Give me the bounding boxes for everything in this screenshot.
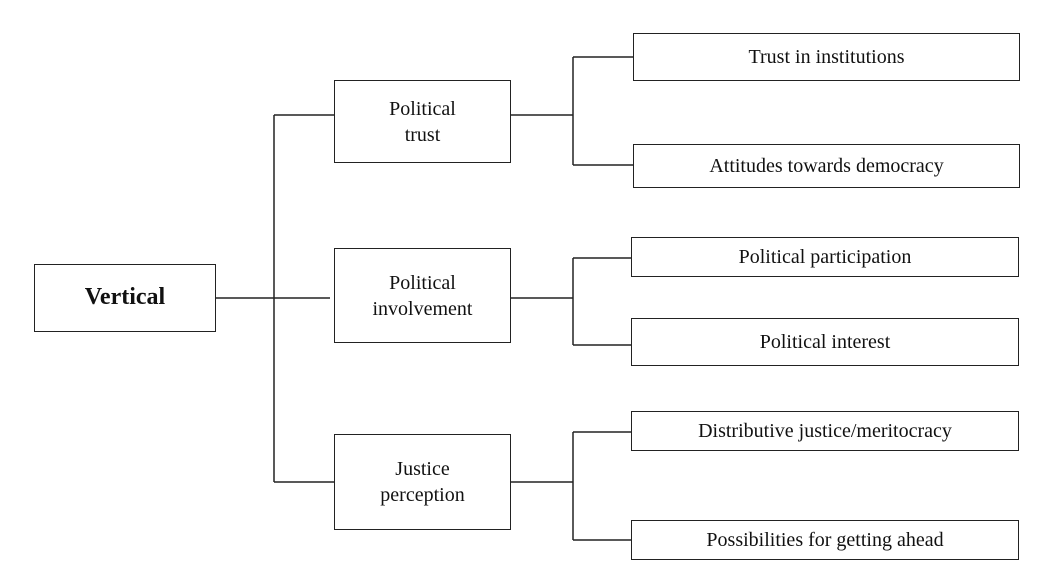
leaf-node-political-interest: Political interest [631,318,1019,366]
branch-node-political-involvement: Political involvement [334,248,511,343]
branch-label-line1: Political [389,271,456,294]
leaf-node-trust-in-institutions: Trust in institutions [633,33,1020,81]
branch-node-justice-perception: Justice perception [334,434,511,530]
leaf-label: Possibilities for getting ahead [706,529,944,551]
leaf-label: Political participation [738,246,912,268]
leaf-node-attitudes-towards-democracy: Attitudes towards democracy [633,144,1020,188]
root-node: Vertical [34,264,216,332]
leaf-label: Political interest [759,331,891,353]
leaf-label: Distributive justice/meritocracy [698,420,952,442]
branch-node-political-trust: Political trust [334,80,511,163]
leaf-label: Attitudes towards democracy [709,155,944,177]
root-label: Vertical [84,284,166,311]
leaf-node-distributive-justice: Distributive justice/meritocracy [631,411,1019,451]
branch-label-line2: trust [404,123,441,146]
branch-label-line1: Political [389,97,456,120]
leaf-node-political-participation: Political participation [631,237,1019,277]
leaf-node-possibilities-getting-ahead: Possibilities for getting ahead [631,520,1019,560]
branch-label-line1: Justice [395,458,450,480]
branch-label-line2: involvement [372,297,473,320]
branch-label-line2: perception [380,484,465,506]
leaf-label: Trust in institutions [748,46,905,68]
